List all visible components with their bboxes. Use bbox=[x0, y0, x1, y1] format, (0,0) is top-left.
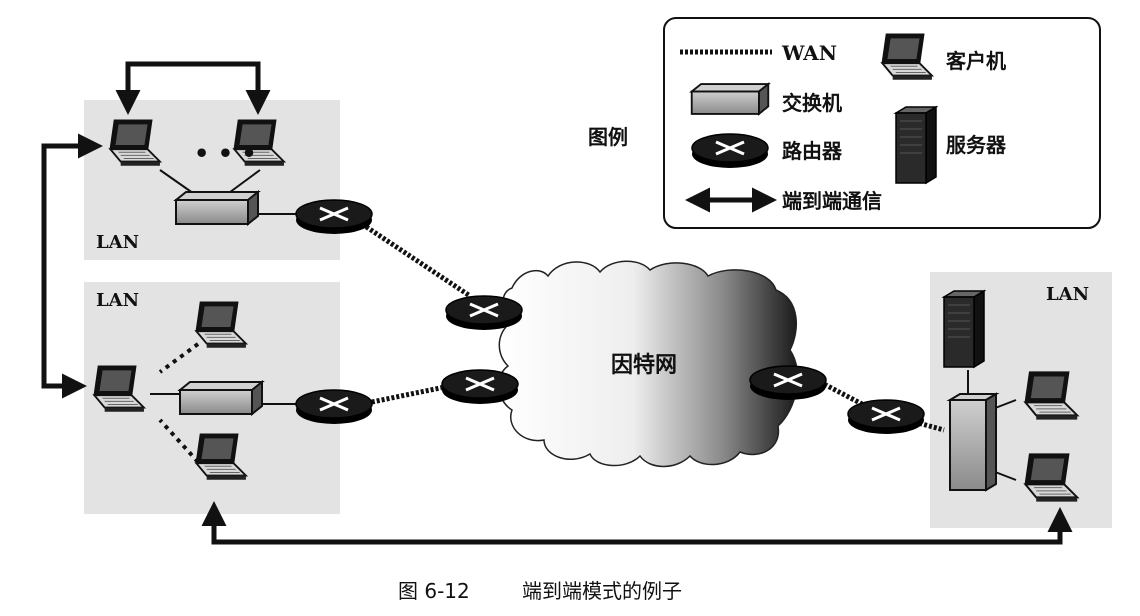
e2e-arrow-bottom bbox=[201, 501, 1073, 545]
e2e-arrow-left bbox=[41, 133, 103, 399]
router-icon bbox=[294, 388, 374, 426]
figure-caption: 端到端模式的例子 bbox=[522, 579, 682, 603]
switch-icon bbox=[175, 191, 259, 225]
lan-label-right: LAN bbox=[1046, 284, 1089, 305]
switch-icon-vertical bbox=[946, 392, 1000, 492]
wan-link-1 bbox=[360, 221, 472, 299]
legend-title: 图例 bbox=[588, 125, 628, 149]
router-icon bbox=[846, 398, 926, 436]
legend-box bbox=[663, 17, 1101, 229]
lan-label-top: LAN bbox=[96, 232, 139, 253]
switch-icon bbox=[179, 381, 263, 415]
router-icon bbox=[690, 132, 770, 170]
legend-switch: 交换机 bbox=[782, 91, 842, 115]
internet-cloud-icon bbox=[498, 260, 799, 468]
server-icon bbox=[943, 290, 985, 368]
e2e-arrow-top bbox=[115, 61, 271, 115]
lan-label-middle: LAN bbox=[96, 290, 139, 311]
switch-icon bbox=[690, 83, 770, 115]
legend-e2e: 端到端通信 bbox=[782, 189, 882, 213]
link-dotted bbox=[158, 342, 200, 374]
legend-server: 服务器 bbox=[946, 133, 1007, 157]
figure-number: 图 6-12 bbox=[398, 579, 470, 603]
internet-label: 因特网 bbox=[611, 352, 677, 378]
legend-client: 客户机 bbox=[945, 49, 1006, 73]
router-icon bbox=[440, 368, 520, 406]
router-icon bbox=[748, 364, 828, 402]
link-dotted bbox=[158, 418, 200, 464]
wan-link-3 bbox=[818, 379, 864, 407]
legend-wan: WAN bbox=[781, 41, 837, 65]
router-icon bbox=[444, 294, 524, 332]
router-icon bbox=[294, 198, 374, 236]
legend: 图例 WAN 客户机 交换机 路由器 服务器 端到端通信 bbox=[588, 17, 1101, 229]
server-icon bbox=[895, 106, 937, 184]
legend-router: 路由器 bbox=[782, 139, 843, 163]
wan-link-2 bbox=[361, 383, 451, 407]
ellipsis-dots: • • • bbox=[194, 139, 257, 168]
